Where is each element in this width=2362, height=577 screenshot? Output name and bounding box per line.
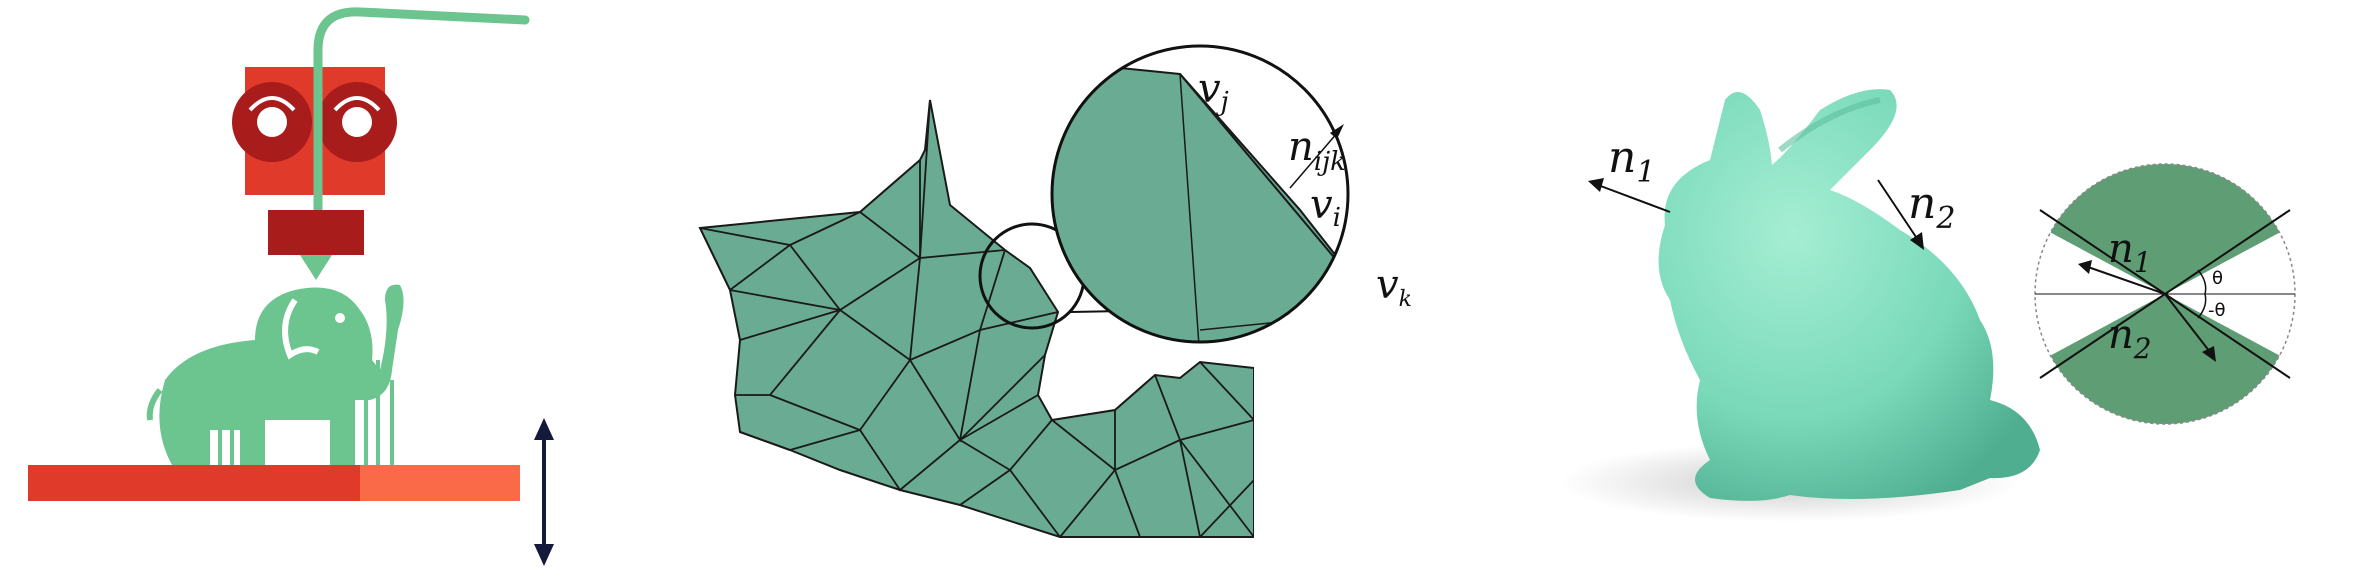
mesh-svg: vj nijk vi vk [698,44,1480,577]
n1-arrow-line [1597,184,1671,213]
inner-n2-line [2164,293,2211,353]
label-vk: vk [1376,262,1412,312]
inner-n2-head [2202,346,2216,362]
right-spool-hub [342,107,372,137]
print-bed-left [28,465,360,501]
n1-arrow-head [1588,178,1604,192]
label-vj: vj [1198,66,1229,117]
mesh-cutout [1254,360,1480,577]
label-theta: θ [2212,268,2223,289]
printer-illustration [0,0,560,577]
label-circle-n2: n2 [2108,312,2152,365]
z-axis-arrow [534,418,554,566]
mesh-illustration: vj nijk vi vk [660,0,1480,577]
filament-strand [313,7,530,220]
label-neg-theta: -θ [2208,300,2226,321]
n2-arrow-line [1877,179,1919,241]
normal-arrow-line [1289,131,1339,189]
printer-svg [28,7,554,566]
label-n1: n1 [1608,132,1655,190]
neg-theta-arc [2197,293,2207,319]
zoom-circle [1050,44,1350,344]
inner-n1-line [2087,266,2166,295]
left-spool-hub [257,107,287,137]
elephant-ear [282,298,320,360]
n2-arrow-head [1910,232,1924,250]
print-bed-right [360,465,520,501]
nozzle-tip [300,255,332,280]
elephant-print [146,284,404,470]
label-nijk: nijk [1288,124,1346,177]
mesh-edges [699,99,1255,538]
inner-n1-head [2078,260,2092,274]
bunny-body [1658,89,2040,501]
bunny-ear-shade [1778,97,1881,153]
theta-arc [2197,269,2207,295]
label-n2: n2 [1908,178,1955,236]
left-spool-arc [248,96,296,112]
label-circle-n1: n1 [2108,226,2152,279]
elephant-eye [335,313,345,323]
normal-arrow-head [1330,124,1344,139]
bunny-illustration: n1 n2 n1 n2 θ -θ [1560,0,2362,577]
right-spool-arc [333,96,381,112]
nozzle-block [268,210,364,255]
support-pillars [218,360,394,470]
bunny-svg: n1 n2 n1 n2 θ -θ [1560,89,2296,522]
label-vi: vi [1310,182,1341,233]
